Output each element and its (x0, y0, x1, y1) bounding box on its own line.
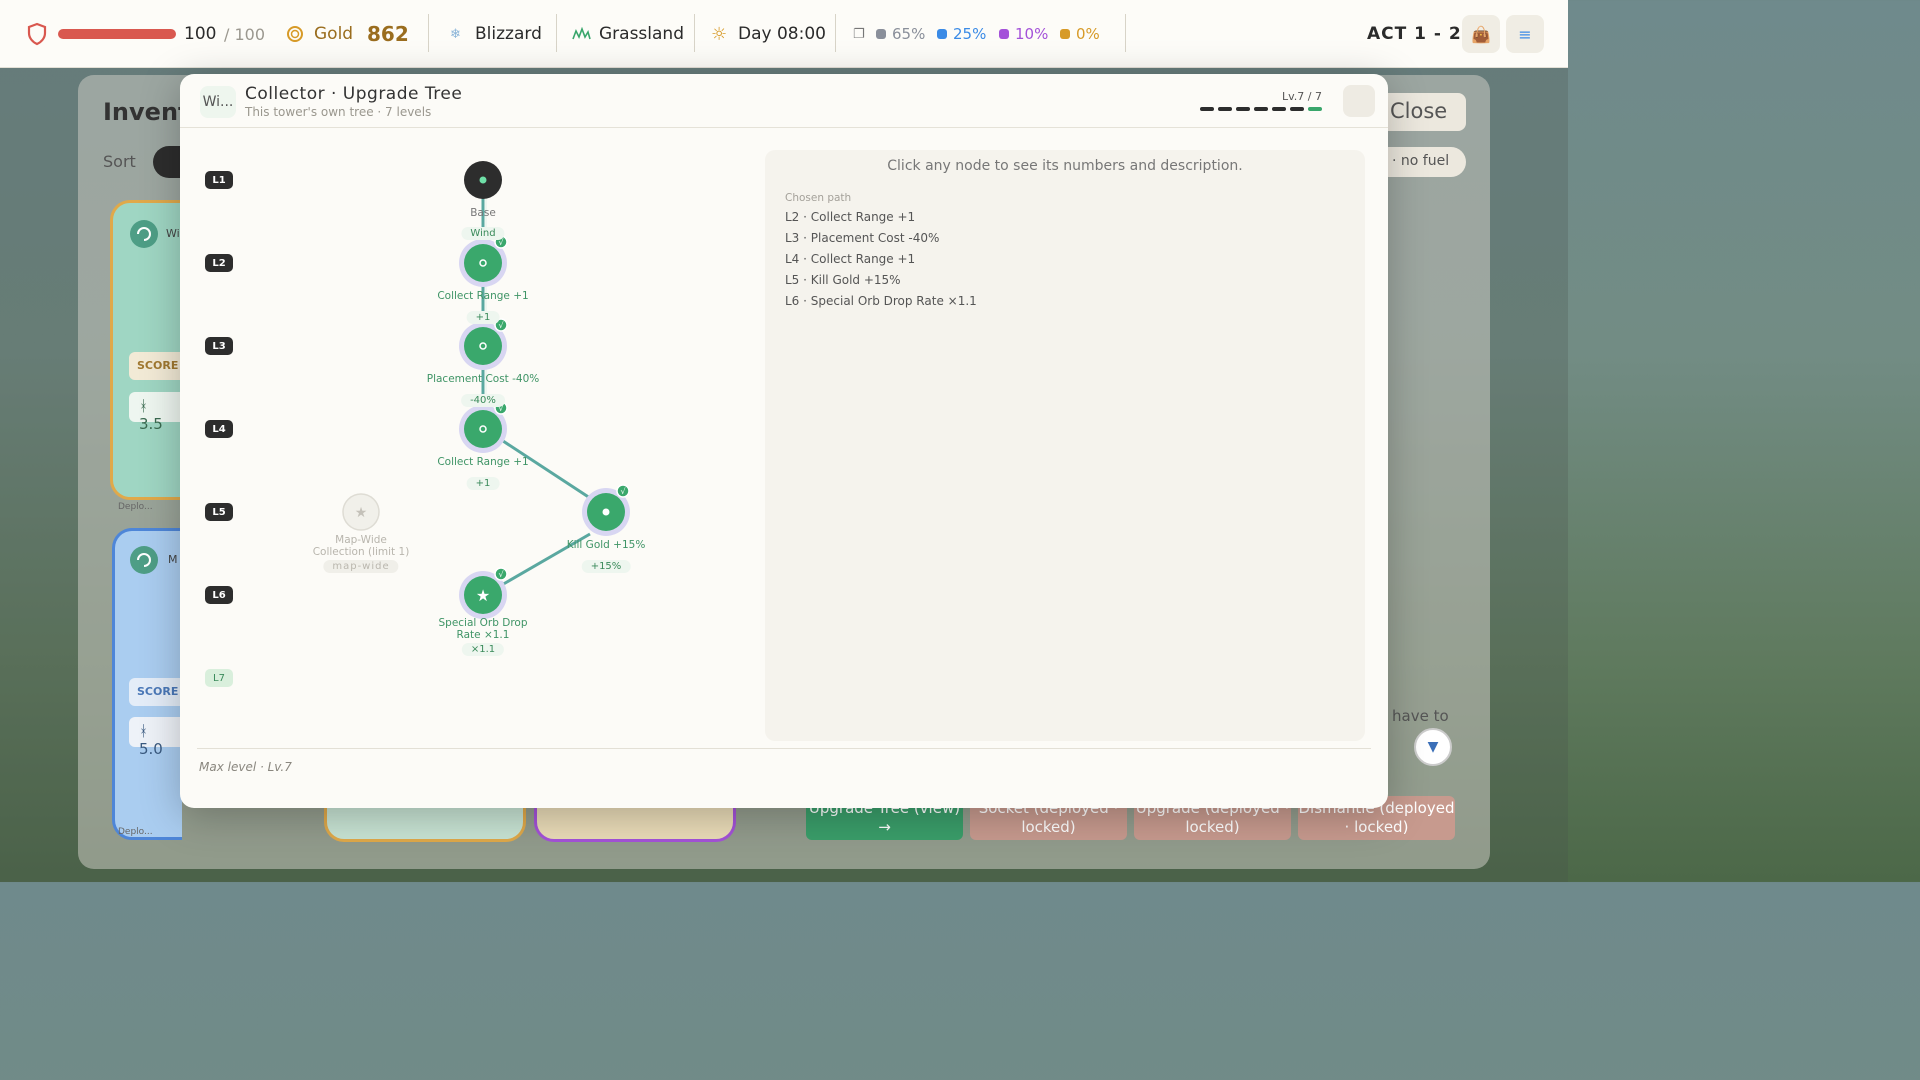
sun-icon: ☼ (711, 23, 728, 45)
details-hint: Click any node to see its numbers and de… (887, 158, 1243, 174)
node-alt-mapwide[interactable]: ★ (342, 493, 380, 531)
hp-max: / 100 (224, 24, 266, 44)
level-progress (1200, 107, 1322, 111)
svg-text:√: √ (498, 570, 504, 579)
tower-card-c[interactable] (324, 808, 526, 842)
node-l2[interactable]: √ (459, 235, 508, 287)
upgrade-tree-modal: Wi... Collector · Upgrade Tree This towe… (180, 74, 1388, 808)
hp-current: 100 (184, 24, 217, 44)
note-text: have to (1392, 707, 1449, 725)
level-tag-l6: L6 (205, 586, 233, 604)
node-label-l4: Collect Range +1 (437, 456, 529, 468)
gold-label: Gold (314, 24, 354, 44)
node-base[interactable] (464, 161, 502, 199)
cards-icon: ❐ (853, 26, 865, 42)
card-a-label: Wi (166, 227, 180, 240)
node-pill-alt: map-wide (323, 560, 399, 573)
chosen-path-item: L3 · Placement Cost -40% (785, 231, 940, 245)
node-l5[interactable]: √ (582, 484, 630, 536)
level-tag-l3: L3 (205, 337, 233, 355)
biome-text: Grassland (599, 24, 684, 44)
rate-1: 25% (937, 0, 986, 68)
node-l3[interactable]: √ (459, 318, 508, 370)
bag-icon: 👜 (1471, 24, 1491, 44)
chosen-path-label: Chosen path (785, 192, 852, 204)
level-text: Lv.7 / 7 (1282, 90, 1322, 103)
svg-text:√: √ (498, 404, 504, 413)
chosen-path-item: L5 · Kill Gold +15% (785, 273, 901, 287)
wind-icon-b (128, 544, 160, 580)
snowflake-icon: ❄ (450, 26, 461, 42)
top-hud: 100 / 100 Gold 862 ❄ Blizzard Grassland … (0, 0, 1568, 68)
svg-text:★: ★ (476, 586, 490, 605)
coin-icon (286, 0, 304, 68)
inventory-title: Invent (103, 98, 190, 126)
node-label-base: Base (470, 207, 496, 219)
modal-title: Collector · Upgrade Tree (245, 84, 463, 104)
node-pill-base: Wind (461, 227, 505, 240)
node-label-l3: Placement Cost -40% (426, 373, 540, 385)
weather-text: Blizzard (475, 24, 542, 44)
tower-card-a[interactable] (110, 200, 182, 500)
chevron-down-icon[interactable]: ▼ (1414, 728, 1452, 766)
node-label-l5: Kill Gold +15% (566, 539, 646, 551)
level-tag-l5: L5 (205, 503, 233, 521)
time-text: Day 08:00 (738, 24, 826, 44)
node-pill-l2: +1 (466, 311, 500, 324)
modal-subtitle: This tower's own tree · 7 levels (245, 105, 432, 119)
footer-status: Max level · Lv.7 (199, 760, 292, 774)
node-l4[interactable]: √ (459, 401, 508, 453)
svg-text:√: √ (498, 238, 504, 247)
deploy-b: Deplo... (118, 827, 153, 837)
rate-2: 10% (999, 0, 1048, 68)
svg-text:√: √ (620, 487, 626, 496)
level-tag-l1: L1 (205, 171, 233, 189)
node-label-l6: Special Orb Drop Rate ×1.1 (438, 617, 528, 641)
score-b: SCORE (129, 678, 181, 706)
level-tag-l4: L4 (205, 420, 233, 438)
close-button[interactable]: Close (1388, 93, 1466, 131)
node-details-panel: Click any node to see its numbers and de… (765, 150, 1365, 741)
bag-button[interactable]: 👜 (1462, 15, 1500, 53)
wind-icon (128, 218, 160, 254)
chosen-path-item: L2 · Collect Range +1 (785, 210, 916, 224)
node-pill-l4: +1 (466, 477, 500, 490)
act-label: ACT 1 - 2 (1367, 24, 1462, 44)
node-pill-l5: +15% (581, 560, 631, 573)
footer-divider (197, 748, 1371, 749)
menu-button[interactable]: ≡ (1506, 15, 1544, 53)
tower-card-d[interactable] (534, 808, 736, 842)
gold-value: 862 (367, 22, 409, 46)
level-tag-l2: L2 (205, 254, 233, 272)
node-label-l2: Collect Range +1 (437, 290, 529, 302)
grass-icon (571, 0, 591, 68)
sort-toggle[interactable] (153, 146, 183, 178)
shield-icon (26, 0, 48, 68)
upgrade-tree: √ √ √ √ ★ √ (342, 161, 630, 619)
node-pill-l3: -40% (461, 394, 505, 407)
fuel-filter[interactable]: · no fuel (1388, 147, 1466, 177)
score-a-value: ᚼ 3.5 (129, 392, 181, 433)
score-a: SCORE (129, 352, 181, 380)
card-b-label: M (168, 553, 178, 566)
hp-bar (58, 0, 176, 68)
chosen-path-list: L2 · Collect Range +1 L3 · Placement Cos… (785, 210, 977, 315)
node-l6[interactable]: ★ √ (459, 567, 508, 619)
chosen-path-item: L4 · Collect Range +1 (785, 252, 916, 266)
sort-label: Sort (103, 152, 136, 171)
score-b-value: ᚼ 5.0 (129, 717, 181, 758)
rate-3: 0% (1060, 0, 1100, 68)
chosen-path-item: L6 · Special Orb Drop Rate ×1.1 (785, 294, 977, 308)
node-label-alt: Map-Wide Collection (limit 1) (312, 534, 410, 558)
svg-text:★: ★ (355, 505, 368, 521)
menu-icon: ≡ (1518, 24, 1532, 44)
modal-header: Wi... Collector · Upgrade Tree This towe… (180, 74, 1388, 128)
deploy-a: Deplo... (118, 502, 153, 512)
modal-close-button[interactable] (1343, 85, 1375, 117)
rate-0: 65% (876, 0, 925, 68)
tower-badge: Wi... (200, 86, 236, 118)
level-tag-l7: L7 (205, 669, 233, 687)
svg-text:√: √ (498, 321, 504, 330)
node-pill-l6: ×1.1 (461, 643, 505, 656)
